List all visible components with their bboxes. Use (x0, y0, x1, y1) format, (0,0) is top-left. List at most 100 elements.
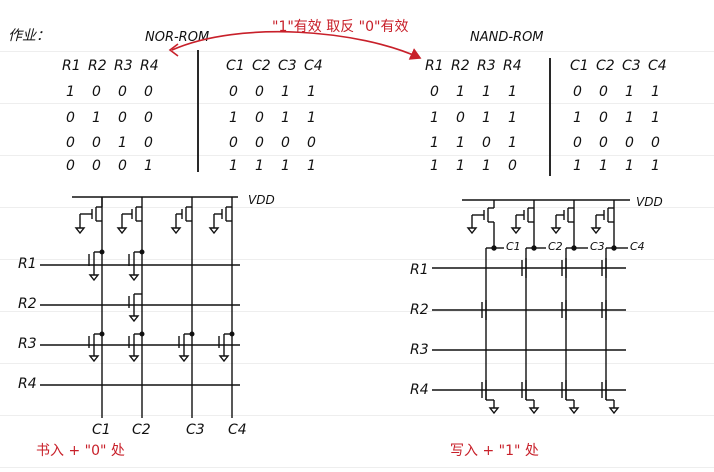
nor-cell-r3-c1 (88, 333, 102, 363)
nand-row-label-r1: R1 (410, 262, 429, 278)
cell: 0 (651, 135, 660, 151)
cell: 1 (281, 110, 290, 126)
cell: 1 (430, 110, 439, 126)
cell: 0 (430, 84, 439, 100)
nand-cell-r1-c4 (601, 258, 607, 278)
nand-cell-r2-c4 (601, 300, 607, 320)
cell: 1 (118, 135, 127, 151)
cell: 0 (118, 84, 127, 100)
nand-col-label-c1: C1 (506, 240, 521, 253)
nor-rom-title: NOR-ROM (145, 30, 210, 45)
nor-cell-r3-c2 (128, 333, 142, 363)
cell: 0 (144, 110, 153, 126)
cell: 0 (66, 135, 75, 151)
nor-vdd-label: VDD (248, 193, 275, 207)
cell: 1 (229, 158, 238, 174)
cell: 1 (66, 84, 75, 100)
cell: 1 (229, 110, 238, 126)
nand-cell-r1-c3 (561, 258, 567, 278)
nor-col-label-c3: C3 (186, 422, 205, 438)
cell: 0 (118, 110, 127, 126)
cell: 1 (625, 158, 634, 174)
hdr-r2: R2 (451, 58, 470, 74)
cell: 0 (456, 110, 465, 126)
cell: 0 (144, 84, 153, 100)
nand-cell-r4-c1 (481, 380, 487, 400)
nand-col-label-c3: C3 (590, 240, 605, 253)
hdr-r3: R3 (477, 58, 496, 74)
cell: 0 (281, 135, 290, 151)
hdr-r4: R4 (140, 58, 159, 74)
nor-col-label-c4: C4 (228, 422, 247, 438)
cell: 1 (281, 158, 290, 174)
hdr-r2: R2 (88, 58, 107, 74)
cell: 0 (599, 84, 608, 100)
cell: 0 (66, 110, 75, 126)
cell: 0 (255, 110, 264, 126)
cell: 1 (281, 84, 290, 100)
nor-cell-r1-c1 (88, 251, 102, 282)
nand-circuit (432, 199, 630, 415)
cell: 0 (573, 135, 582, 151)
nand-row-label-r4: R4 (410, 382, 429, 398)
nor-row-label-r4: R4 (18, 376, 37, 392)
cell: 1 (144, 158, 153, 174)
cell: 0 (573, 84, 582, 100)
nor-col-label-c2: C2 (132, 422, 151, 438)
nand-cell-r1-c2 (521, 258, 527, 278)
cell: 0 (255, 135, 264, 151)
hdr-r1: R1 (425, 58, 444, 74)
nand-row-3-c: 0 0 0 0 (573, 135, 677, 151)
invert-arrow (171, 30, 422, 60)
cell: 1 (456, 84, 465, 100)
nor-load-c1 (74, 197, 103, 235)
hdr-c2: C2 (252, 58, 271, 74)
cell: 0 (92, 158, 101, 174)
nor-row-3-c: 0 0 0 0 (229, 135, 333, 151)
nor-row-label-r1: R1 (18, 256, 37, 272)
cell: 1 (599, 158, 608, 174)
cell: 0 (599, 135, 608, 151)
cell: 1 (573, 110, 582, 126)
cell: 0 (307, 135, 316, 151)
hdr-c1: C1 (570, 58, 589, 74)
cell: 0 (92, 135, 101, 151)
nor-circuit (40, 196, 240, 418)
nand-cell-r4-c4 (601, 380, 607, 400)
hdr-c1: C1 (226, 58, 245, 74)
cell: 0 (625, 135, 634, 151)
hdr-c3: C3 (278, 58, 297, 74)
nand-cell-r4-c3 (561, 380, 567, 400)
cell: 0 (482, 135, 491, 151)
cell: 0 (229, 135, 238, 151)
nand-load-c1 (466, 200, 495, 235)
cell: 1 (625, 110, 634, 126)
hdr-c2: C2 (596, 58, 615, 74)
cell: 1 (430, 158, 439, 174)
cell: 1 (573, 158, 582, 174)
nand-vdd-label: VDD (636, 195, 663, 209)
cell: 1 (456, 158, 465, 174)
nor-cell-r3-c3 (178, 333, 192, 363)
nand-cell-r2-c1 (481, 300, 487, 320)
cell: 1 (430, 135, 439, 151)
annotation-invert: "1"有效 取反 "0"有效 (272, 19, 409, 35)
nand-load-c3 (550, 207, 574, 235)
cell: 1 (482, 110, 491, 126)
cell: 1 (92, 110, 101, 126)
